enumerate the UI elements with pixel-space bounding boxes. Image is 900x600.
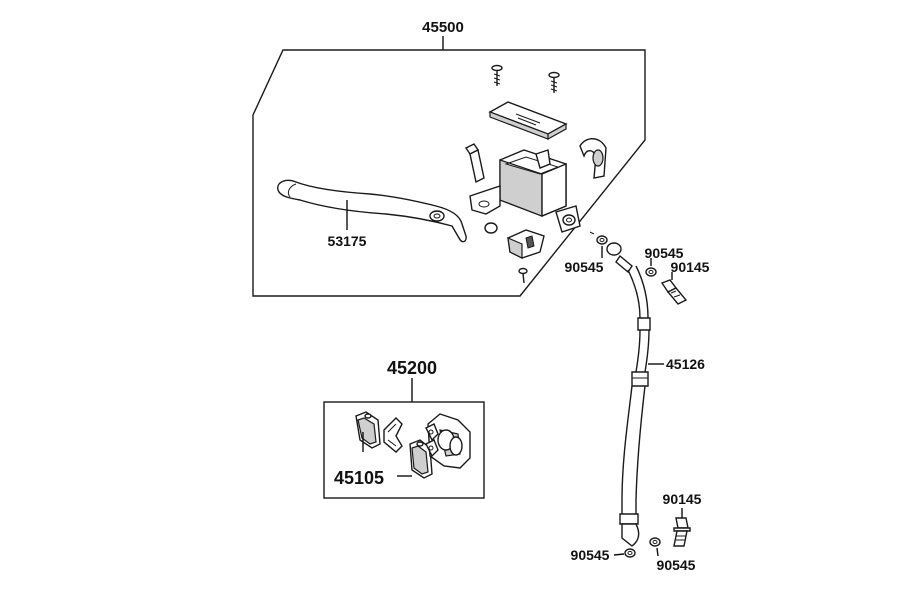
label-90145-top: 90145 — [671, 259, 710, 275]
washer-90545-bottom-left: 90545 — [571, 547, 636, 563]
label-90545-bottom-left: 90545 — [571, 547, 610, 563]
grommet — [484, 222, 498, 234]
label-53175: 53175 — [328, 233, 367, 249]
reservoir-cap — [488, 101, 568, 141]
handlebar-clamp — [579, 138, 607, 179]
caliper-body — [425, 413, 471, 469]
label-90545-top-right: 90545 — [645, 245, 684, 261]
brake-pad-right — [409, 439, 433, 479]
master-cylinder-group: 45500 — [252, 19, 646, 297]
label-90545-top-left: 90545 — [565, 259, 604, 275]
brake-lever-53175: 53175 — [277, 179, 467, 249]
brake-pad-left — [355, 411, 381, 449]
washer-90545-top-left: 90545 — [565, 235, 608, 275]
pivot-bolt — [464, 143, 485, 184]
brake-hose-45126: 45126 — [606, 242, 705, 547]
label-45126: 45126 — [666, 356, 705, 372]
switch-screw — [518, 267, 528, 284]
group-box-45200 — [323, 401, 485, 499]
group-box-45500 — [252, 49, 646, 297]
label-90145-bottom: 90145 — [663, 491, 702, 507]
label-45105: 45105 — [334, 468, 384, 488]
washer-90545-bottom-right: 90545 — [649, 537, 696, 573]
label-45500: 45500 — [422, 19, 464, 36]
cap-screw-right — [548, 71, 560, 93]
master-cylinder-body — [469, 149, 581, 233]
label-90545-bottom-right: 90545 — [657, 557, 696, 573]
washer-90545-top-right: 90545 — [645, 245, 684, 277]
pad-spring — [383, 417, 403, 453]
label-45200: 45200 — [387, 358, 437, 378]
cap-screw-left — [491, 64, 503, 86]
caliper-group: 45200 45105 — [323, 358, 485, 499]
banjo-bolt-90145-top: 90145 — [660, 259, 710, 305]
brake-switch — [507, 229, 545, 259]
banjo-bolt-90145-bottom: 90145 — [663, 491, 702, 547]
